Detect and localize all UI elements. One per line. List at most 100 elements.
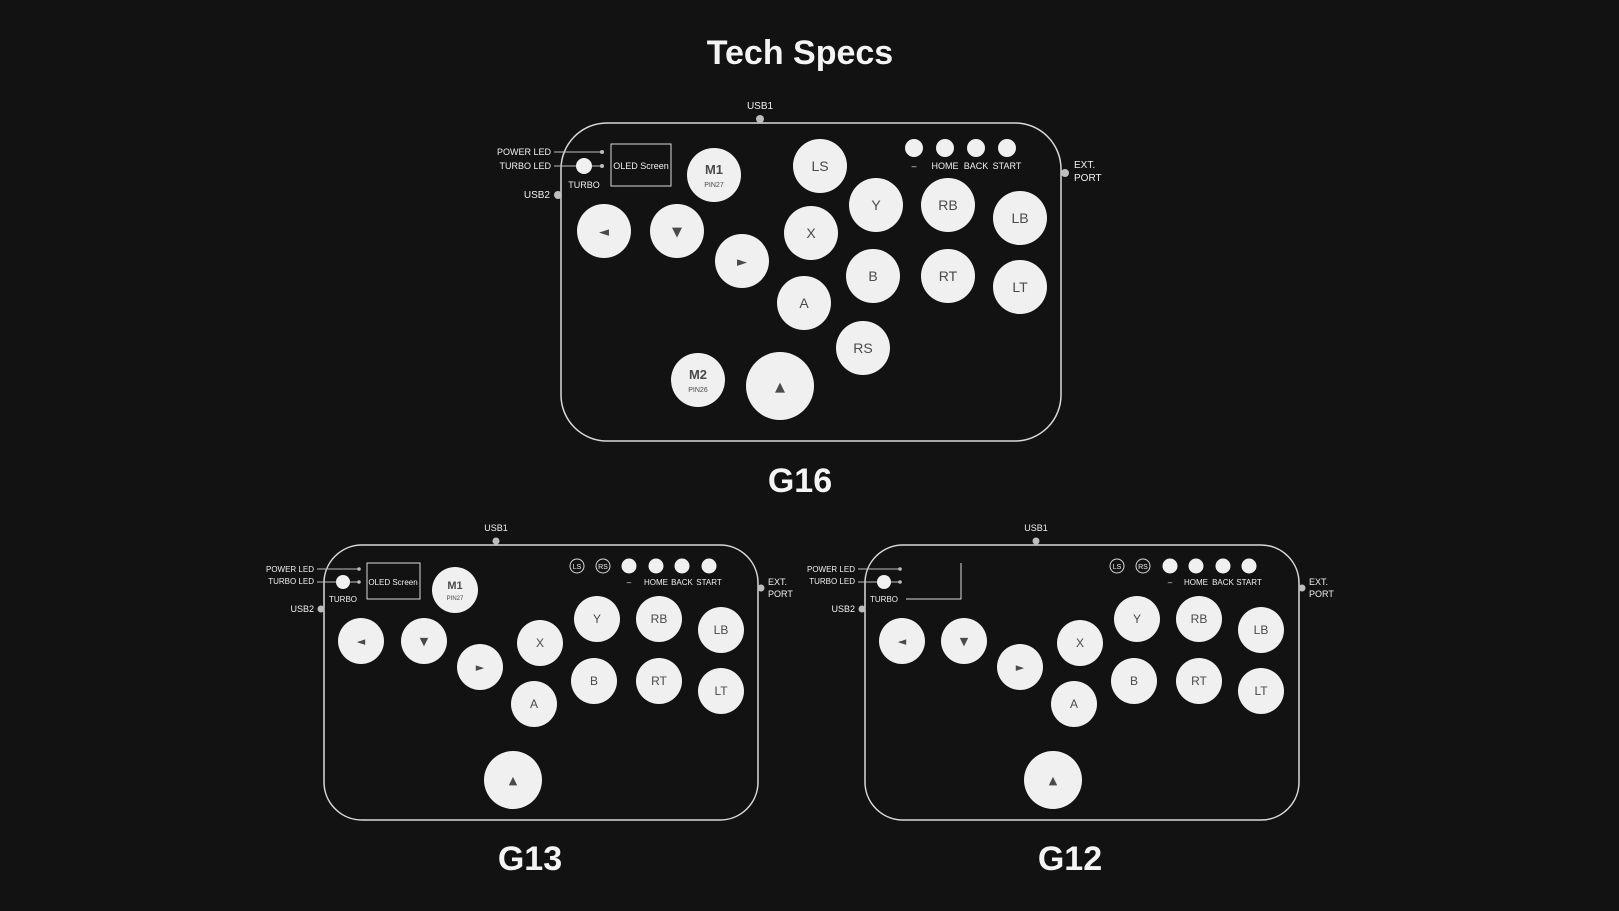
g12-back-label: BACK <box>1212 578 1234 587</box>
g16-down-button[interactable] <box>650 204 704 258</box>
g13-back-button[interactable] <box>674 558 690 574</box>
g12-rt-label: RT <box>1191 674 1207 688</box>
g16-lb-button[interactable] <box>993 191 1047 245</box>
g13-lt-button[interactable] <box>698 668 744 714</box>
g12-down-button[interactable] <box>941 618 987 664</box>
g13-m1-pin-label: PIN27 <box>447 596 464 602</box>
g16-minus-button[interactable] <box>905 139 923 157</box>
g13-ls-button[interactable] <box>569 558 585 574</box>
g13-down-button[interactable] <box>401 618 447 664</box>
g13-turbo-led-label: TURBO LED <box>268 577 314 586</box>
g12-x-button[interactable] <box>1057 620 1103 666</box>
g13-up-button[interactable] <box>484 751 542 809</box>
g12-b-button[interactable] <box>1111 658 1157 704</box>
g12-rb-button[interactable] <box>1176 596 1222 642</box>
g12-rs-button[interactable] <box>1135 558 1151 574</box>
g13-oled-label: OLED Screen <box>368 578 417 587</box>
g16-lt-button[interactable] <box>993 260 1047 314</box>
g13-right-button[interactable] <box>457 644 503 690</box>
g13-minus-label: – <box>627 578 632 587</box>
g13-left-button[interactable] <box>338 618 384 664</box>
g12-turbo-button[interactable] <box>877 575 891 589</box>
g13-y-button[interactable] <box>574 596 620 642</box>
g12-rt-button[interactable] <box>1176 658 1222 704</box>
g16-rb-button[interactable] <box>921 178 975 232</box>
g16-rt-label: RT <box>939 268 958 284</box>
g12-rb-label: RB <box>1191 612 1208 626</box>
g16-m1-button[interactable] <box>687 148 741 202</box>
g16-a-button[interactable] <box>777 276 831 330</box>
g16-x-button[interactable] <box>784 206 838 260</box>
g12-x-label: X <box>1076 636 1084 650</box>
g16-turbo-button[interactable] <box>576 158 592 174</box>
g13-usb2-port <box>317 605 325 613</box>
g13-turbo-label: TURBO <box>329 595 357 604</box>
g16-b-button[interactable] <box>846 249 900 303</box>
g16-lt-label: LT <box>1012 279 1028 295</box>
g13-ext-port <box>757 584 765 592</box>
g13-home-button[interactable] <box>648 558 664 574</box>
g12-a-button[interactable] <box>1051 681 1097 727</box>
g13-down-icon: ▼ <box>420 635 429 648</box>
g13-usb1-port <box>492 537 500 545</box>
g16-down-icon: ▼ <box>672 225 682 240</box>
g12-up-button[interactable] <box>1024 751 1082 809</box>
g12-home-button[interactable] <box>1188 558 1204 574</box>
g16-ls-button[interactable] <box>793 139 847 193</box>
g16-right-button[interactable] <box>715 234 769 288</box>
g12-ext-port-label-1: EXT. <box>1309 577 1328 587</box>
g12-lb-button[interactable] <box>1238 607 1284 653</box>
g13-m1-button[interactable] <box>432 567 478 613</box>
g12-back-button[interactable] <box>1215 558 1231 574</box>
g12-start-button[interactable] <box>1241 558 1257 574</box>
g12-right-button[interactable] <box>997 644 1043 690</box>
g16-home-label: HOME <box>932 161 959 171</box>
g16-m2-pin-label: PIN26 <box>688 387 708 394</box>
g13-rs-button[interactable] <box>595 558 611 574</box>
g12-lt-button[interactable] <box>1238 668 1284 714</box>
g13-rt-button[interactable] <box>636 658 682 704</box>
g13-board-name: G13 <box>497 840 563 878</box>
g13-power-led <box>357 567 361 571</box>
g12-minus-button[interactable] <box>1162 558 1178 574</box>
g13-turbo-button[interactable] <box>336 575 350 589</box>
g16-up-button[interactable] <box>746 352 814 420</box>
g16-usb2-label: USB2 <box>524 190 551 201</box>
g12-usb1-label: USB1 <box>1024 523 1048 533</box>
g16-usb2-port <box>554 191 562 199</box>
g12-a-label: A <box>1070 697 1078 711</box>
g16-b-label: B <box>868 268 877 284</box>
g12-ext-port <box>1298 584 1306 592</box>
g16-home-button[interactable] <box>936 139 954 157</box>
g16-y-button[interactable] <box>849 178 903 232</box>
g13-b-label: B <box>590 674 598 688</box>
g12-ls-button[interactable] <box>1109 558 1125 574</box>
g16-m1-pin-label: PIN27 <box>704 182 724 189</box>
g13-a-button[interactable] <box>511 681 557 727</box>
g13-x-button[interactable] <box>517 620 563 666</box>
g12-ext-port-label-2: PORT <box>1309 589 1334 599</box>
g13-x-label: X <box>536 636 544 650</box>
g13-rb-label: RB <box>651 612 668 626</box>
g12-y-button[interactable] <box>1114 596 1160 642</box>
g13-rb-button[interactable] <box>636 596 682 642</box>
g13-lb-button[interactable] <box>698 607 744 653</box>
g16-power-led <box>600 150 604 154</box>
g16-left-button[interactable] <box>577 204 631 258</box>
g16-back-button[interactable] <box>967 139 985 157</box>
g12-home-label: HOME <box>1184 578 1208 587</box>
g16-rt-button[interactable] <box>921 249 975 303</box>
g12-board-outline <box>864 544 1300 821</box>
g13-b-button[interactable] <box>571 658 617 704</box>
g13-usb2-label: USB2 <box>290 604 314 614</box>
g16-start-button[interactable] <box>998 139 1016 157</box>
g16-m2-button[interactable] <box>671 353 725 407</box>
g16-turbo-led <box>600 164 604 168</box>
g13-lt-label: LT <box>714 684 728 698</box>
g12-usb1-port <box>1032 537 1040 545</box>
g12-left-button[interactable] <box>879 618 925 664</box>
page-title: Tech Specs <box>706 34 894 72</box>
g13-start-button[interactable] <box>701 558 717 574</box>
g13-minus-button[interactable] <box>621 558 637 574</box>
g16-rs-button[interactable] <box>836 321 890 375</box>
